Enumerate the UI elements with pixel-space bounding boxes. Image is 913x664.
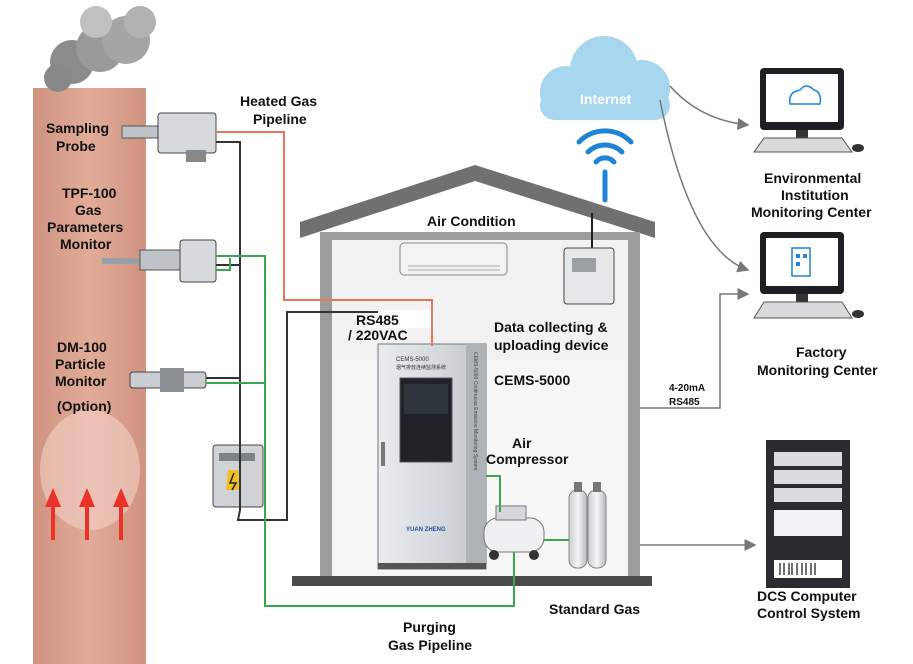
label-tpf-4: Monitor <box>60 236 112 252</box>
label-dm-option: (Option) <box>57 398 111 414</box>
label-tpf-2: Gas <box>75 202 102 218</box>
label-compressor-1: Air <box>512 435 532 451</box>
network-links <box>640 85 757 551</box>
cabinet-brand-text: YUAN ZHENG <box>406 527 446 533</box>
label-data-device-2: uploading device <box>494 337 609 353</box>
label-rs485-2: / 220VAC <box>348 327 408 343</box>
label-factory-2: Monitoring Center <box>757 362 878 378</box>
sampling-probe-device <box>121 112 217 162</box>
label-dcs-2: Control System <box>757 605 860 621</box>
air-compressor-device <box>483 505 545 560</box>
label-dm-3: Monitor <box>55 373 107 389</box>
tpf-monitor-device <box>102 239 217 283</box>
cabinet-cn-text: 烟气排放连续监测系统 <box>396 364 446 371</box>
label-tpf-1: TPF-100 <box>62 185 117 201</box>
cems-cabinet: CEMS-5000 烟气排放连续监测系统 YUAN ZHENG CEMS-500… <box>377 343 487 570</box>
label-purging-1: Purging <box>403 619 456 635</box>
dcs-server-rack <box>766 440 850 588</box>
label-factory-1: Factory <box>796 344 847 360</box>
label-signal-1: 4-20mA <box>669 383 705 394</box>
label-heated-gas-1: Heated Gas <box>240 93 317 109</box>
label-signal-2: RS485 <box>669 397 700 408</box>
label-standard-gas: Standard Gas <box>549 601 640 617</box>
label-sampling-probe-2: Probe <box>56 138 96 154</box>
factory-center-computer <box>753 232 864 319</box>
label-env-3: Monitoring Center <box>751 204 872 220</box>
internet-cloud <box>540 36 670 120</box>
label-dm-2: Particle <box>55 356 106 372</box>
label-env-1: Environmental <box>764 170 861 186</box>
label-heated-gas-2: Pipeline <box>253 111 307 127</box>
label-rs485-1: RS485 <box>356 312 399 328</box>
signal-cables <box>206 141 378 521</box>
standard-gas-cylinders <box>568 482 607 569</box>
cabinet-side-text: CEMS-5000 Continuous Emission Monitoring… <box>472 352 478 470</box>
label-internet: Internet <box>580 91 632 107</box>
label-cems: CEMS-5000 <box>494 372 570 388</box>
label-purging-2: Gas Pipeline <box>388 637 472 653</box>
label-dm-1: DM-100 <box>57 339 107 355</box>
dm-monitor-device <box>129 368 207 392</box>
data-collecting-device <box>563 213 615 305</box>
label-env-2: Institution <box>781 187 849 203</box>
purging-gas-pipeline <box>206 255 569 607</box>
label-data-device-1: Data collecting & <box>494 319 608 335</box>
flue-gas-arrows <box>45 488 129 540</box>
cabinet-model-text: CEMS-5000 <box>396 357 429 363</box>
smoke-cloud <box>44 6 156 92</box>
junction-box <box>212 444 264 508</box>
label-sampling-probe-1: Sampling <box>46 120 109 136</box>
env-center-computer <box>753 68 864 153</box>
label-air-condition: Air Condition <box>427 213 516 229</box>
heated-gas-pipeline <box>216 131 433 346</box>
chimney-stack <box>33 88 146 664</box>
wifi-icon <box>576 128 634 203</box>
label-tpf-3: Parameters <box>47 219 123 235</box>
label-compressor-2: Compressor <box>486 451 569 467</box>
air-conditioner <box>399 242 508 276</box>
label-dcs-1: DCS Computer <box>757 588 857 604</box>
